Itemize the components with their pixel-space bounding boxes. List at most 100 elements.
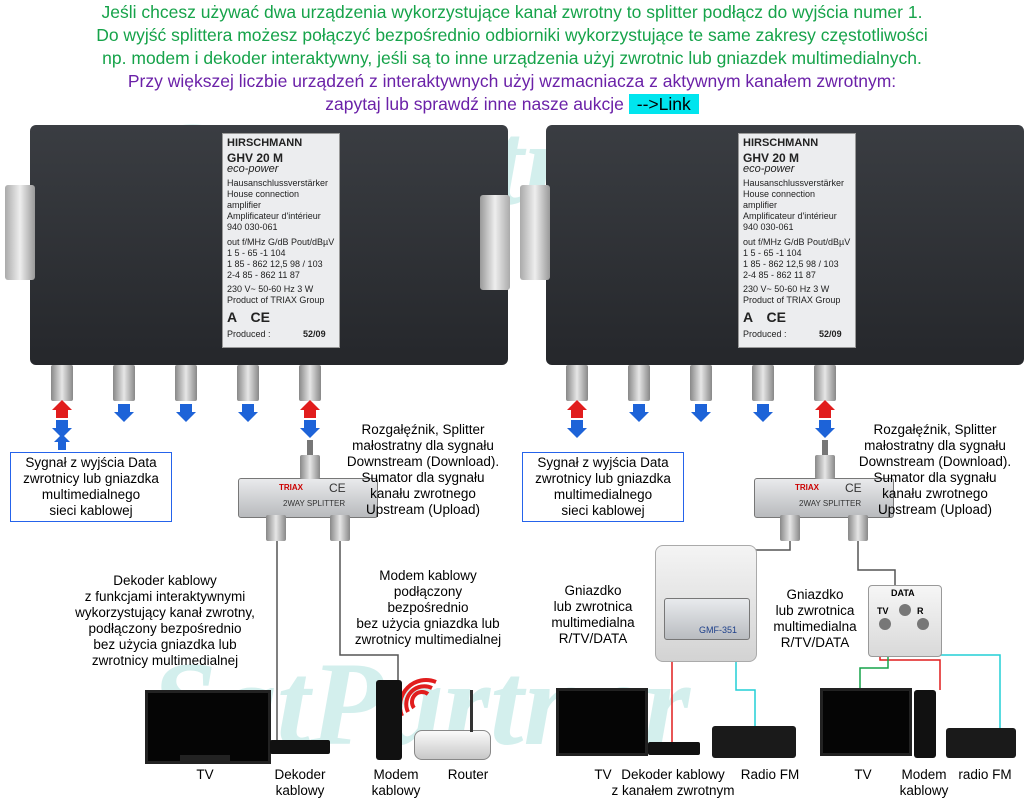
amplifier-desc: Hausanschlussverstärker [743,178,845,188]
label-decoder-right: Dekoder kablowy z kanałem zwrotnym [608,767,738,799]
arrows-right [567,400,835,438]
modem-description-left: Modem kablowy podłączony bezpośrednio be… [338,568,518,648]
produced-label: Produced : [743,329,787,339]
signal-box-line: zwrotnicy lub gniazdka [23,471,159,486]
spec-row: 2-4 85 - 862 11 87 [743,270,816,280]
splitter-port-out [848,515,868,541]
amplifier-model: GHV 20 M [743,151,800,165]
router-antenna [470,690,473,732]
produced-date: 52/09 [819,329,842,339]
f-connector-3 [175,365,197,401]
label-line: kablowy [275,783,325,798]
splitter-port-in [815,455,835,479]
arrow-blue-down [238,404,258,422]
spec-row: out f/MHz G/dB Pout/dBµV [743,237,851,247]
signal-source-box-right: Sygnał z wyjścia Data zwrotnicy lub gnia… [522,452,684,522]
splitter-label: 2WAY SPLITTER [799,499,862,508]
spec-row: 1 5 - 65 -1 104 [227,248,286,258]
desc-line: multimedialna [551,615,635,630]
label-decoder-left: Dekoder kablowy [262,767,338,799]
wall-socket: DATA TV R [868,585,942,657]
modem-right [914,690,936,758]
mounting-bracket [5,185,35,280]
label-line: Modem [373,767,419,782]
signal-box-line: sieci kablowej [49,503,133,518]
label-line: kablowy [371,783,421,798]
desc-line: Modem kablowy [379,568,477,583]
header-line-1: Jeśli chcesz używać dwa urządzenia wykor… [101,2,923,22]
decoder-left [270,740,330,754]
energy-class: A [227,309,237,325]
arrow-red-up [52,400,72,418]
amplifier-produced: Produced : 52/09 [227,329,335,340]
splitter-description-right: Rozgałęźnik, Splitter małostratny dla sy… [850,422,1020,518]
amplifier-power: 230 V~ 50-60 Hz 3 W [743,284,830,294]
socket-description-1: Gniazdko lub zwrotnica multimedialna R/T… [538,583,648,647]
label-tv-left: TV [196,767,214,782]
socket-port [879,618,891,630]
header-line-3: np. modem i dekoder interaktywny, jeśli … [102,48,922,68]
label-line: kablowy [899,783,949,798]
f-connector-4 [752,365,774,401]
label-line: Dekoder [274,767,326,782]
desc-line: bezpośrednio [387,600,469,615]
spec-row: 1 5 - 65 -1 104 [743,248,802,258]
desc-line: Downstream (Download). [858,454,1012,469]
arrow-blue-down [52,420,72,438]
signal-box-line: Sygnał z wyjścia Data [537,455,669,470]
spec-row: 1 85 - 862 12,5 98 / 103 [227,259,323,269]
produced-label: Produced : [227,329,271,339]
diplexer-label: GMF-351 [699,625,738,635]
label-line: Dekoder kablowy [621,767,725,782]
socket-port [917,618,929,630]
signal-box-line: Sygnał z wyjścia Data [25,455,157,470]
amplifier-desc: House connection amplifier [743,189,816,210]
tv-left [145,690,271,764]
label-tv-right-2: TV [854,767,872,782]
desc-line: Downstream (Download). [346,454,500,469]
label-line: Modem [901,767,947,782]
desc-line: kanału zwrotnego [882,486,988,501]
label-line: z kanałem zwrotnym [611,783,735,798]
socket-label-r: R [917,606,924,616]
socket-port [899,604,911,616]
amplifier-power: 230 V~ 50-60 Hz 3 W [227,284,314,294]
desc-line: bez użycia gniazdka lub [356,616,500,631]
desc-line: Dekoder kablowy [113,573,217,588]
arrow-red-up [54,434,70,450]
splitter-port-in [300,455,320,479]
desc-line: kanału zwrotnego [370,486,476,501]
f-connector-4 [237,365,259,401]
radio-right-1 [712,726,796,758]
desc-line: R/TV/DATA [780,635,850,650]
arrow-blue-down [629,404,649,422]
signal-source-box-left: Sygnał z wyjścia Data zwrotnicy lub gnia… [10,452,172,522]
amplifier-marks: A CE [743,310,851,324]
signal-box-line: sieci kablowej [561,503,645,518]
spec-row: 1 85 - 862 12,5 98 / 103 [743,259,839,269]
arrow-red-up [300,400,320,418]
tv-right-2 [820,688,912,756]
desc-line: zwrotnicy multimedialnej [354,632,502,647]
amplifier-desc: House connection amplifier [227,189,300,210]
f-connector-2 [628,365,650,401]
header-line-5-text: zapytaj lub sprawdź inne nasze aukcje [325,94,624,114]
desc-line: Sumator dla sygnału [361,470,485,485]
decoder-right [648,742,700,755]
desc-line: Gniazdko [786,587,844,602]
cable-cyan-radio [735,660,756,728]
cable-modem-left [339,525,399,680]
amplifier-partno: 940 030-061 [227,222,278,232]
signal-box-line: multimedialnego [553,487,653,502]
splitter-port-out [266,515,286,541]
splitter-ce: CE [329,481,346,495]
desc-line: multimedialna [773,619,857,634]
amplifier-series: eco-power [743,163,795,175]
link-button[interactable]: -->Link [628,94,699,114]
arrow-red-up [815,400,835,418]
cable-to-socket [857,525,896,590]
desc-line: Upstream (Upload) [877,502,993,517]
desc-line: Sumator dla sygnału [873,470,997,485]
desc-line: Rozgałęźnik, Splitter [873,422,997,437]
label-radio-right-1: Radio FM [740,767,800,782]
